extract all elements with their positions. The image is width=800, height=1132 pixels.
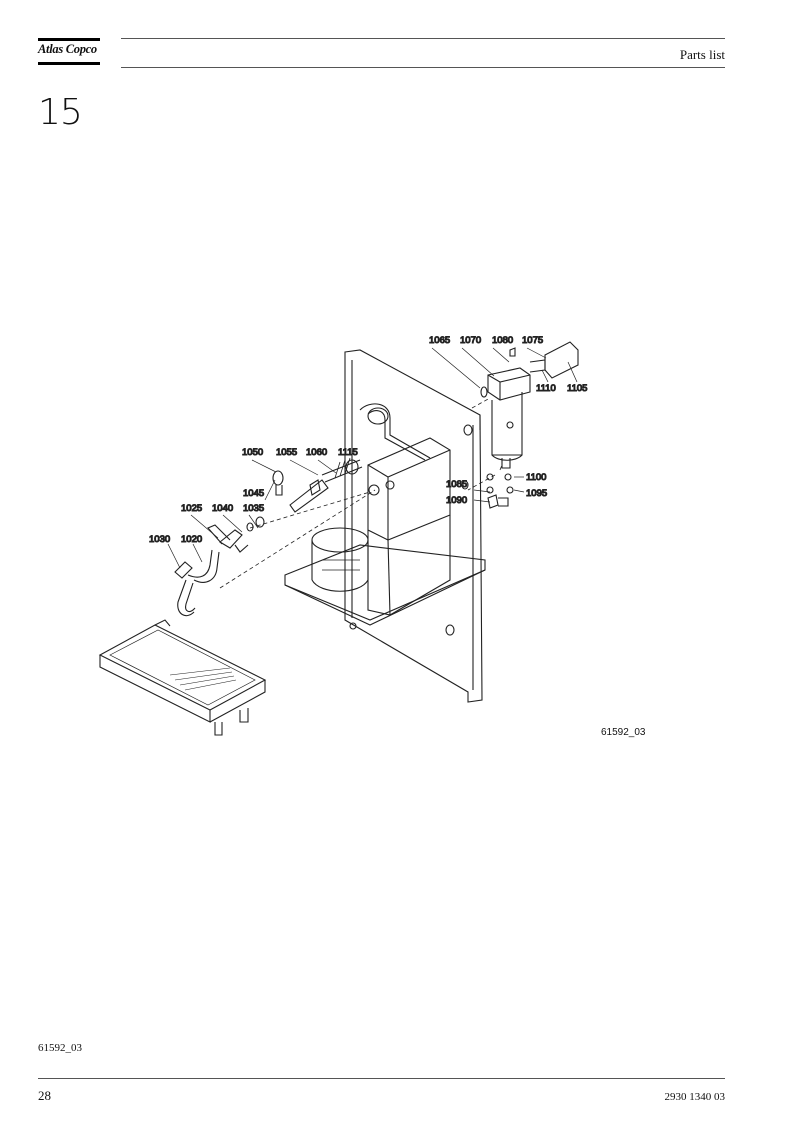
callout-1065: 1065 xyxy=(429,335,450,346)
callout-1110: 1110 xyxy=(536,383,556,394)
filter-fittings-drawing xyxy=(486,473,514,509)
callout-1040: 1040 xyxy=(212,503,233,514)
callout-1090: 1090 xyxy=(446,495,467,506)
pipe-assembly-drawing xyxy=(174,457,380,617)
cooler-drawing xyxy=(98,619,267,736)
callout-1105: 1105 xyxy=(567,383,587,394)
page-number: 28 xyxy=(38,1088,51,1103)
footer-rule xyxy=(38,1078,725,1079)
pipe-loop-drawing xyxy=(359,403,431,461)
callout-1035: 1035 xyxy=(243,503,264,514)
callout-1080: 1080 xyxy=(492,335,513,346)
atlas-copco-logo: Atlas Copco xyxy=(38,38,100,68)
callout-1085: 1085 xyxy=(446,479,467,490)
page-title: Parts list xyxy=(679,47,725,62)
callout-1050: 1050 xyxy=(242,447,263,458)
figure-reference: 61592_03 xyxy=(38,1042,82,1054)
callout-1075: 1075 xyxy=(522,335,543,346)
callout-1115: 1115 xyxy=(338,447,358,458)
exploded-parts-drawing: 1065 1070 1080 1075 1110 1105 1050 1055 … xyxy=(90,330,690,750)
callout-1055: 1055 xyxy=(276,447,297,458)
callout-1025: 1025 xyxy=(181,503,202,514)
callout-1045: 1045 xyxy=(243,488,264,499)
base-tray-drawing xyxy=(284,544,486,626)
dryer-housing-drawing xyxy=(367,437,451,616)
leader-lines xyxy=(167,347,578,569)
assembly-lines-drawing xyxy=(219,397,503,589)
callout-1060: 1060 xyxy=(306,447,327,458)
header-rule-top xyxy=(121,38,725,39)
filter-drawing xyxy=(480,341,579,469)
brand-name: Atlas Copco xyxy=(38,42,97,56)
callout-1100: 1100 xyxy=(526,472,546,483)
callout-1095: 1095 xyxy=(526,488,547,499)
compressor-drawing xyxy=(311,527,369,592)
figure-id: 61592_03 xyxy=(601,727,646,738)
callout-1020: 1020 xyxy=(181,534,202,545)
callout-1070: 1070 xyxy=(460,335,481,346)
frame-panel-drawing xyxy=(344,349,483,703)
chapter-number: 15 xyxy=(38,92,83,133)
document-number: 2930 1340 03 xyxy=(664,1091,726,1103)
callout-1030: 1030 xyxy=(149,534,170,545)
header-rule-bottom xyxy=(121,67,725,68)
